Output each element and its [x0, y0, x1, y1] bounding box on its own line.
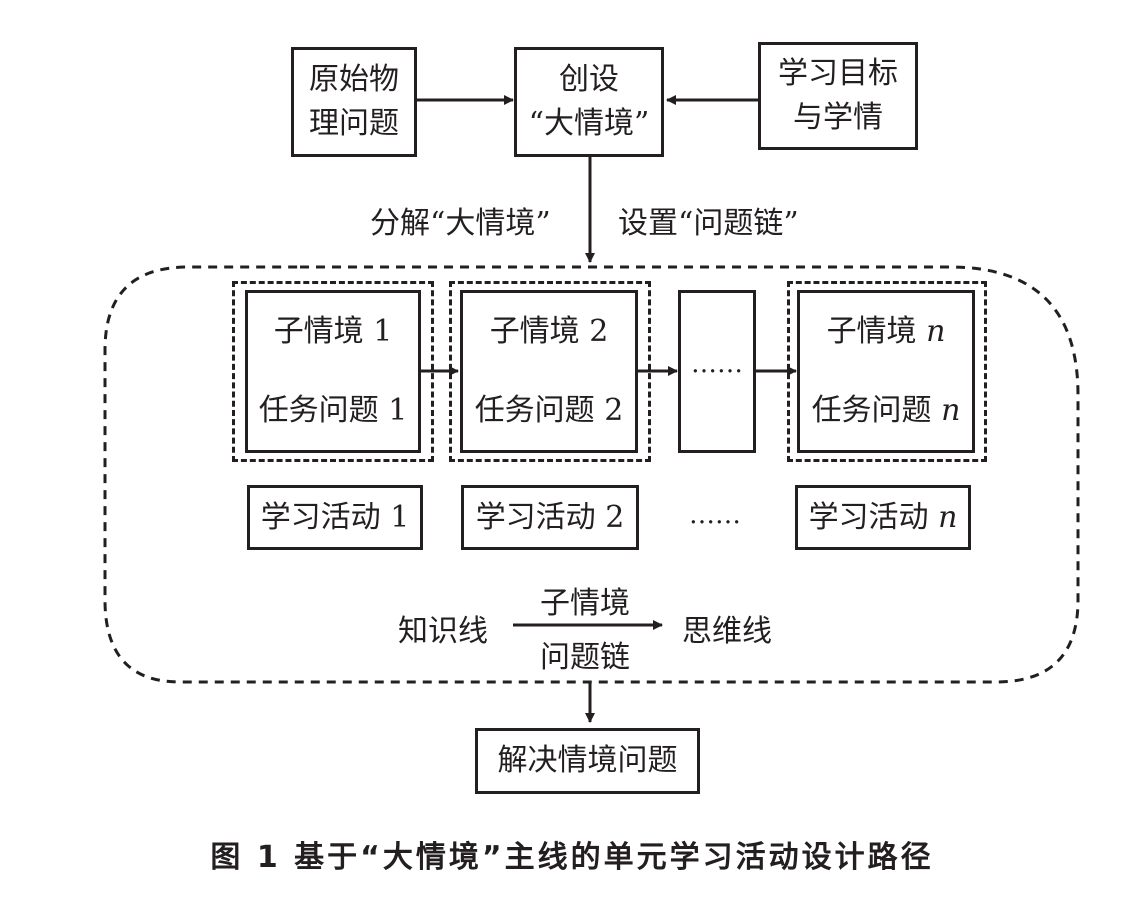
activity-n-box: 学习活动 n: [795, 485, 971, 550]
goals-line1: 学习目标: [778, 56, 898, 91]
subcontext-1-task: 任务问题 1: [258, 392, 408, 428]
dots-box-text: ……: [691, 349, 743, 379]
activity-1-box: 学习活动 1: [247, 485, 423, 550]
activity-n-n: n: [938, 499, 958, 535]
sub-context-arrow-label: 子情境: [540, 586, 630, 621]
original-problem-line1: 原始物: [309, 62, 399, 97]
subcontext-1-dashed: [232, 281, 434, 462]
original-problem-line2: 理问题: [309, 106, 399, 141]
activity-1-label: 学习活动 1: [260, 499, 410, 535]
subcontext-n-context-text: 子情境: [826, 314, 927, 350]
set-chain-label: 设置“问题链”: [618, 206, 799, 241]
subcontext-n-task: 任务问题 n: [812, 389, 961, 433]
subcontext-n-box: 子情境 n 任务问题 n: [797, 290, 975, 453]
thinking-line-label: 思维线: [682, 614, 772, 649]
create-context-box: 创设 “大情境”: [514, 47, 664, 157]
question-chain-arrow-label: 问题链: [540, 640, 630, 675]
knowledge-line-label: 知识线: [398, 614, 488, 649]
activity-2-label: 学习活动 2: [475, 499, 625, 535]
decompose-label: 分解“大情境”: [370, 206, 551, 241]
dots-box: ……: [678, 290, 756, 453]
subcontext-n-context: 子情境 n: [827, 310, 946, 354]
solve-box: 解决情境问题: [475, 728, 700, 794]
goals-box: 学习目标 与学情: [758, 42, 918, 150]
subcontext-2-box: 子情境 2 任务问题 2: [460, 290, 638, 453]
solve-label: 解决情境问题: [497, 743, 678, 778]
activity-2-box: 学习活动 2: [461, 485, 639, 550]
subcontext-1-context: 子情境 1: [273, 314, 393, 350]
subcontext-n-task-n: n: [941, 392, 961, 428]
subcontext-2-dashed: [449, 281, 651, 462]
create-context-line2: “大情境”: [528, 106, 650, 141]
figure-caption: 图 1 基于“大情境”主线的单元学习活动设计路径: [210, 840, 934, 875]
activity-n-label: 学习活动 n: [809, 496, 958, 540]
create-context-line1: 创设: [559, 62, 619, 97]
goals-line2: 与学情: [793, 100, 883, 135]
activity-dots: ……: [689, 500, 741, 530]
subcontext-n-dashed: [787, 281, 987, 462]
subcontext-n-context-n: n: [926, 314, 946, 350]
subcontext-1-box: 子情境 1 任务问题 1: [245, 290, 421, 453]
unit-region-outline: [103, 265, 1080, 684]
activity-n-text: 学习活动: [808, 499, 939, 535]
subcontext-n-task-text: 任务问题: [811, 392, 942, 428]
subcontext-2-context: 子情境 2: [489, 314, 609, 350]
original-problem-box: 原始物 理问题: [291, 47, 417, 157]
subcontext-2-task: 任务问题 2: [474, 392, 624, 428]
